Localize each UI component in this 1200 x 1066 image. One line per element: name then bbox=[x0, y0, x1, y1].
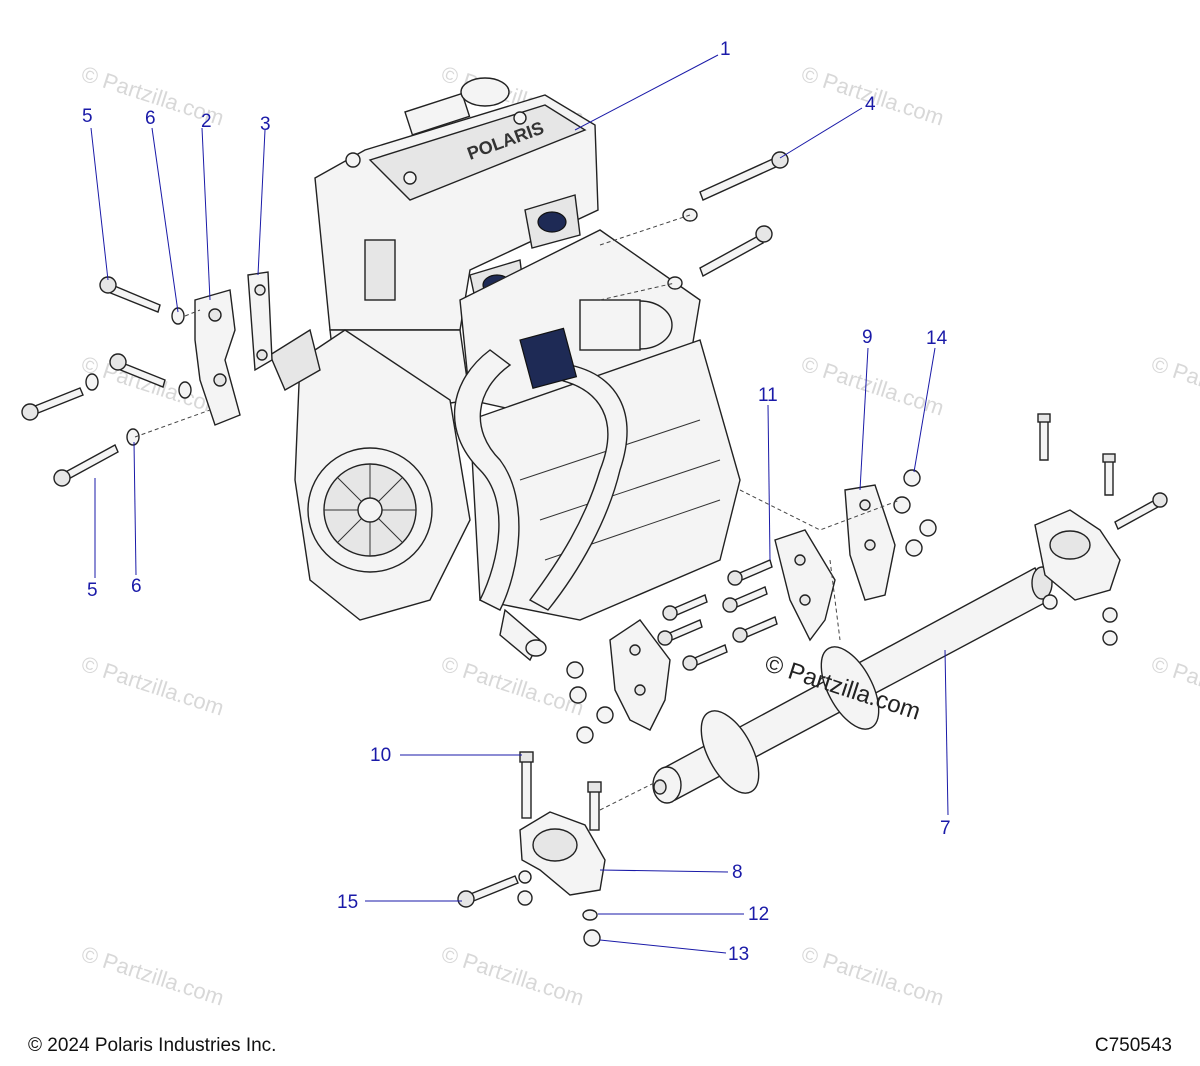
callout-9: 9 bbox=[862, 327, 873, 348]
bolt-set-11 bbox=[657, 559, 778, 671]
callout-15: 15 bbox=[337, 892, 358, 913]
watermark-text: © Partzilla.com bbox=[438, 941, 587, 1011]
right-mount[interactable] bbox=[1034, 413, 1168, 646]
watermark-text: © Partzilla.com bbox=[1148, 351, 1200, 421]
callout-labels: 1 2 3 4 5 5 6 6 7 8 9 10 11 12 13 14 15 bbox=[82, 39, 951, 965]
watermark-text: © Partzilla.com bbox=[1148, 651, 1200, 721]
callout-10: 10 bbox=[370, 745, 391, 766]
watermark-text: © Partzilla.com bbox=[438, 651, 587, 721]
callout-1: 1 bbox=[720, 39, 731, 60]
copyright-text: © 2024 Polaris Industries Inc. bbox=[28, 1035, 277, 1056]
left-mount-assembly[interactable] bbox=[457, 751, 661, 947]
callout-5a: 5 bbox=[82, 106, 93, 127]
drawing-number: C750543 bbox=[1094, 1035, 1172, 1056]
left-mount-hardware[interactable] bbox=[21, 271, 273, 487]
callout-6b: 6 bbox=[131, 576, 142, 597]
callout-4: 4 bbox=[865, 94, 876, 115]
callout-6a: 6 bbox=[145, 108, 156, 129]
callout-7: 7 bbox=[940, 818, 951, 839]
callout-3: 3 bbox=[260, 114, 271, 135]
watermark-text: © Partzilla.com bbox=[78, 651, 227, 721]
callout-13: 13 bbox=[728, 944, 749, 965]
callout-5b: 5 bbox=[87, 580, 98, 601]
callout-12: 12 bbox=[748, 904, 769, 925]
upper-engine-bolts[interactable] bbox=[599, 151, 789, 301]
watermark-text: © Partzilla.com bbox=[78, 941, 227, 1011]
crossmember-tube[interactable] bbox=[652, 566, 1053, 804]
mount-plates[interactable] bbox=[566, 469, 937, 744]
engine-assembly[interactable]: POLARIS bbox=[269, 77, 741, 662]
nut-set-14 bbox=[566, 469, 937, 744]
watermark-text: © Partzilla.com bbox=[798, 941, 947, 1011]
callout-14: 14 bbox=[926, 328, 948, 349]
callout-11: 11 bbox=[758, 385, 778, 406]
leader-lines bbox=[90, 54, 949, 954]
callout-2: 2 bbox=[201, 111, 212, 132]
callout-8: 8 bbox=[732, 862, 743, 883]
